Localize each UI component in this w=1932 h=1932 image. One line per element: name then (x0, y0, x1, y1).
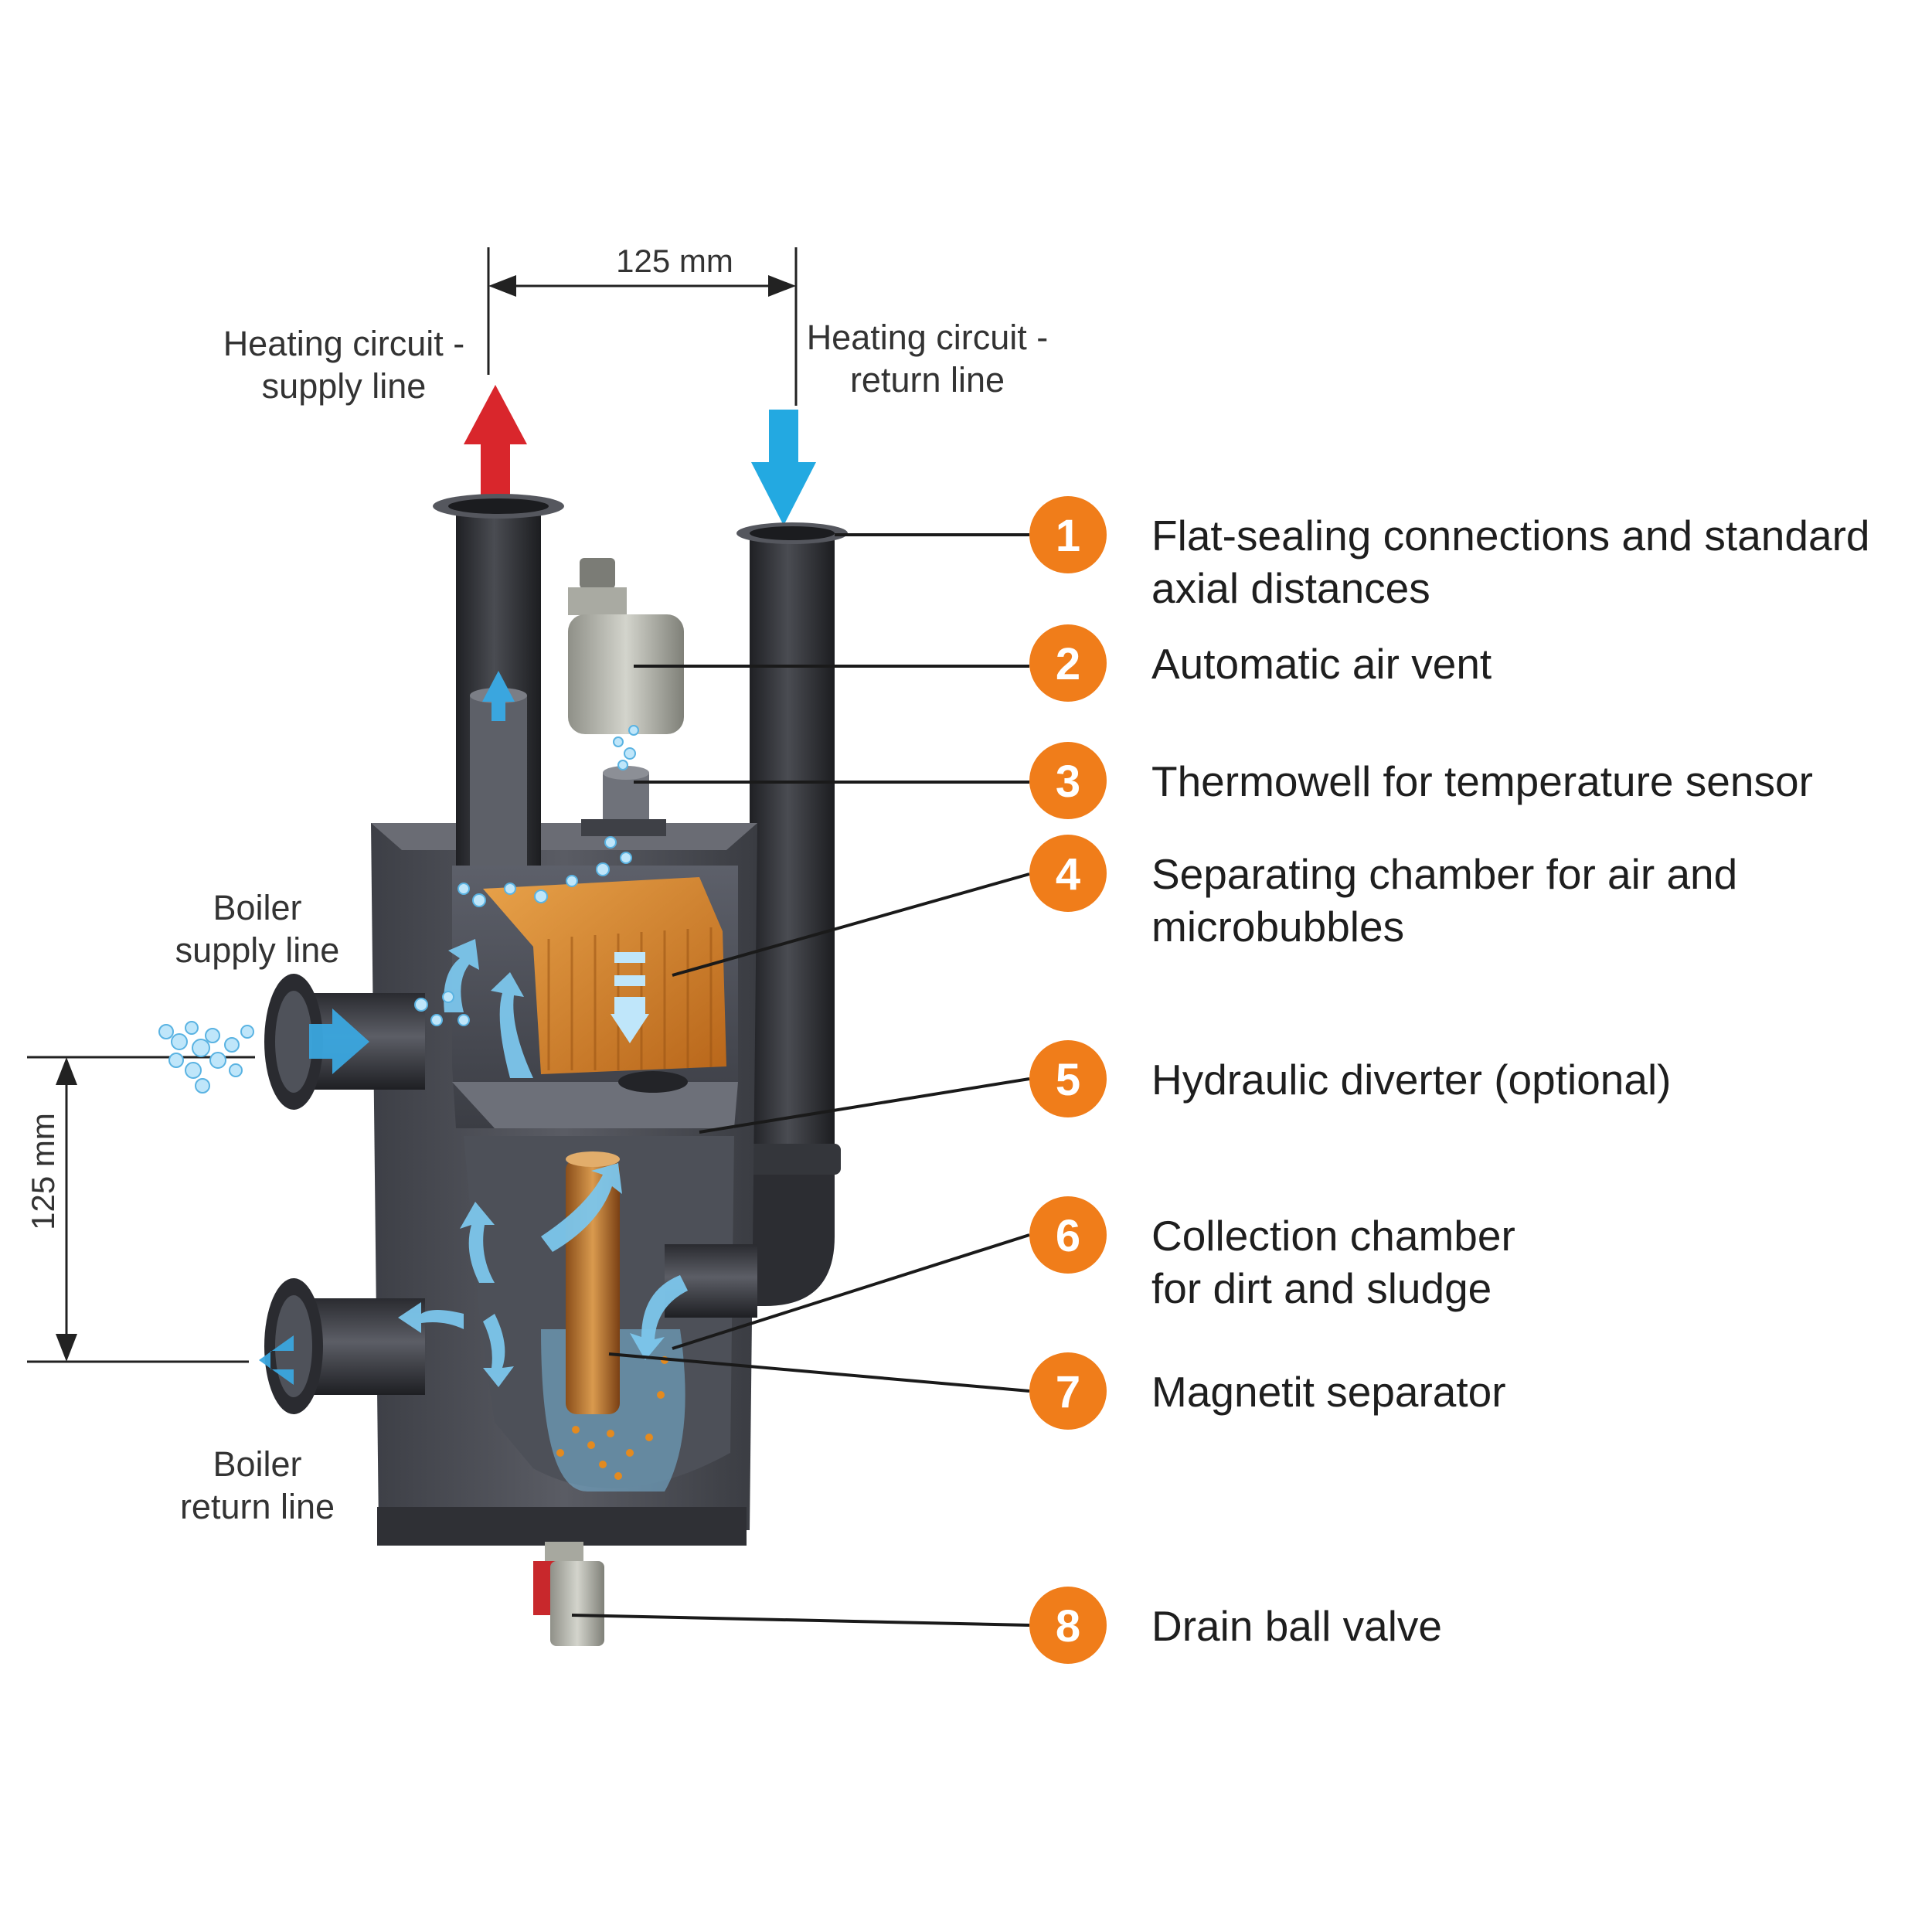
callout-number: 8 (1056, 1601, 1080, 1651)
callout-5: 5 Hydraulic diverter (optional) (1029, 1040, 1672, 1117)
callout-3: 3 Thermowell for temperature sensor (1029, 742, 1813, 819)
callout-number: 7 (1056, 1367, 1080, 1417)
callout-text: Thermowell for temperature sensor (1151, 757, 1813, 805)
vertical-dimension-label: 125 mm (25, 1113, 61, 1230)
callout-number: 6 (1056, 1211, 1080, 1261)
number-circle-icon (1029, 1587, 1107, 1664)
horizontal-dimension-label: 125 mm (616, 243, 733, 279)
callout-8: 8 Drain ball valve (1029, 1587, 1442, 1664)
boiler-supply-label: Boiler supply line (175, 888, 340, 970)
separator-body (158, 494, 848, 1646)
callout-text: Flat-sealing connections and standard (1151, 512, 1869, 560)
svg-text:return line: return line (850, 360, 1005, 400)
svg-text:Heating circuit -: Heating circuit - (223, 324, 465, 363)
callout-text: Collection chamber (1151, 1212, 1515, 1260)
vertical-dimension: 125 mm (25, 1056, 255, 1363)
callout-number: 1 (1056, 511, 1080, 561)
callout-text: for dirt and sludge (1151, 1264, 1492, 1312)
leader-lines (571, 533, 1030, 1627)
heating-supply-label: Heating circuit - supply line (223, 324, 465, 406)
callout-text: Drain ball valve (1151, 1602, 1442, 1650)
svg-text:return line: return line (180, 1487, 335, 1526)
svg-text:supply line: supply line (175, 930, 340, 970)
callout-text: Automatic air vent (1151, 640, 1492, 688)
callout-number: 3 (1056, 757, 1080, 807)
callout-2: 2 Automatic air vent (1029, 624, 1492, 702)
svg-text:Boiler: Boiler (213, 1444, 301, 1484)
up-arrow-icon (464, 385, 527, 495)
down-arrow-icon (751, 410, 816, 526)
number-circle-icon (1029, 1352, 1107, 1430)
callout-text: Hydraulic diverter (optional) (1151, 1056, 1672, 1104)
callout-number: 5 (1056, 1055, 1080, 1105)
separating-chamber (483, 877, 726, 1074)
number-circle-icon (1029, 496, 1107, 573)
drain-valve (533, 1542, 604, 1646)
svg-text:supply line: supply line (262, 366, 427, 406)
callout-list: 1 Flat-sealing connections and standardax… (1029, 496, 1869, 1664)
callout-text: axial distances (1151, 564, 1430, 612)
horizontal-dimension: 125 mm (487, 243, 798, 406)
callout-7: 7 Magnetit separator (1029, 1352, 1506, 1430)
number-circle-icon (1029, 835, 1107, 912)
callout-1: 1 Flat-sealing connections and standardax… (1029, 496, 1869, 612)
heating-return-label: Heating circuit - return line (807, 318, 1049, 400)
callout-text: Magnetit separator (1151, 1368, 1506, 1416)
callout-4: 4 Separating chamber for air and microbubb… (1029, 835, 1737, 951)
number-circle-icon (1029, 742, 1107, 819)
air-vent (568, 558, 684, 836)
callout-text: microbubbles (1151, 903, 1404, 951)
callout-number: 2 (1056, 639, 1080, 689)
number-circle-icon (1029, 1196, 1107, 1274)
number-circle-icon (1029, 624, 1107, 702)
svg-text:Boiler: Boiler (213, 888, 301, 927)
svg-text:Heating circuit -: Heating circuit - (807, 318, 1049, 357)
number-circle-icon (1029, 1040, 1107, 1117)
callout-number: 4 (1056, 849, 1080, 900)
boiler-return-label: Boiler return line (180, 1444, 335, 1526)
callout-text: Separating chamber for air and (1151, 850, 1737, 898)
